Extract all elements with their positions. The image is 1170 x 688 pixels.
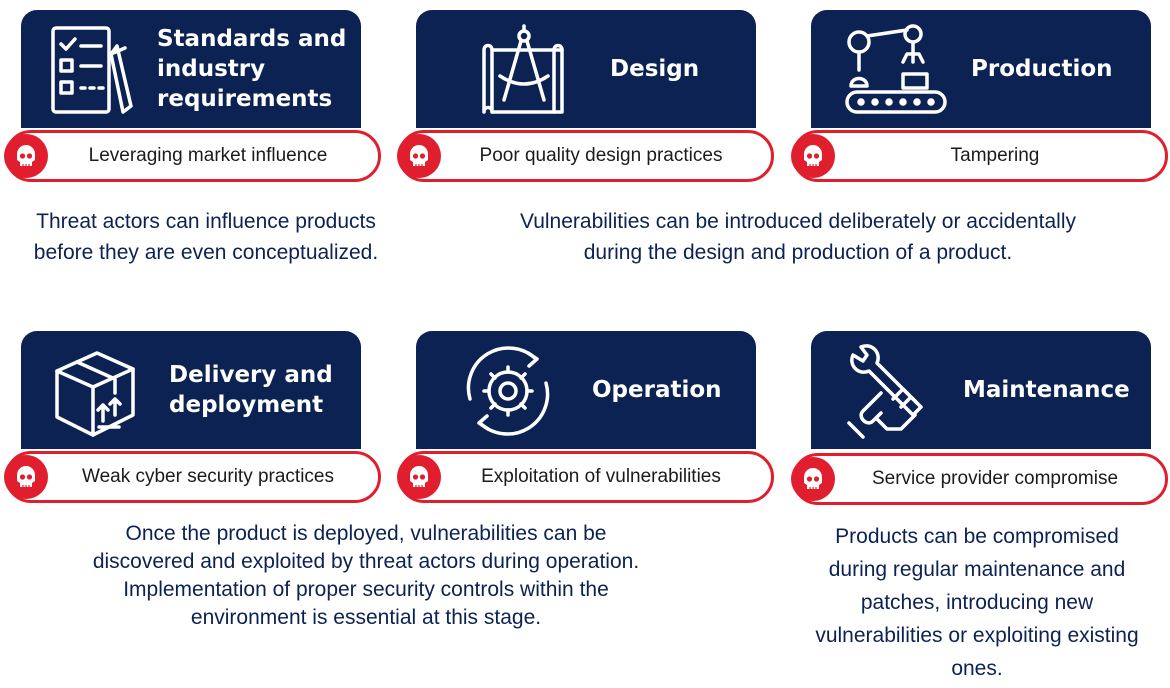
skull-icon (791, 132, 835, 180)
threat-label: Tampering (950, 145, 1040, 166)
threat-label: Leveraging market influence (88, 145, 328, 166)
checklist-icon (47, 20, 139, 120)
threat-label: Exploitation of vulnerabilities (481, 466, 721, 487)
stage-card-operation: Operation (416, 331, 756, 449)
threat-pill-operation: Exploitation of vulnerabilities (397, 451, 774, 503)
stage-card-design: Design (416, 10, 756, 128)
stage-card-standards: Standards and industry requirements (21, 10, 361, 128)
robot-arm-conveyor-icon (841, 20, 951, 120)
stage-title: Maintenance (963, 377, 1130, 403)
threat-pill-production: Tampering (791, 130, 1168, 182)
stage-title: Operation (592, 377, 722, 403)
stage-card-maintenance: Maintenance (811, 331, 1151, 449)
gear-cycle-icon (456, 341, 560, 441)
description-maintenance: Products can be compromised during regul… (815, 525, 1139, 680)
wrench-hand-icon (841, 341, 933, 441)
stage-title: Standards and industry requirements (157, 26, 347, 112)
description-design-production: Vulnerabilities can be introduced delibe… (519, 210, 1077, 264)
skull-icon (397, 453, 441, 501)
threat-label: Weak cyber security practices (81, 466, 334, 487)
threat-label: Service provider compromise (871, 468, 1119, 489)
skull-icon (4, 453, 48, 501)
skull-icon (397, 132, 441, 180)
stage-title: Design (610, 56, 700, 82)
threat-pill-standards: Leveraging market influence (4, 130, 381, 182)
threat-pill-maintenance: Service provider compromise (791, 453, 1168, 505)
skull-icon (4, 132, 48, 180)
stage-title: Production (971, 56, 1113, 82)
stage-card-delivery: Delivery and deployment (21, 331, 361, 449)
threat-pill-design: Poor quality design practices (397, 130, 774, 182)
description-standards: Threat actors can influence products bef… (33, 210, 379, 264)
compass-blueprint-icon (478, 20, 570, 120)
stage-card-production: Production (811, 10, 1151, 128)
stage-title: Delivery and deployment (169, 362, 333, 418)
threat-label: Poor quality design practices (479, 145, 723, 166)
package-box-icon (47, 341, 139, 441)
skull-icon (791, 455, 835, 503)
threat-pill-delivery: Weak cyber security practices (4, 451, 381, 503)
description-delivery-operation: Once the product is deployed, vulnerabil… (92, 522, 640, 629)
